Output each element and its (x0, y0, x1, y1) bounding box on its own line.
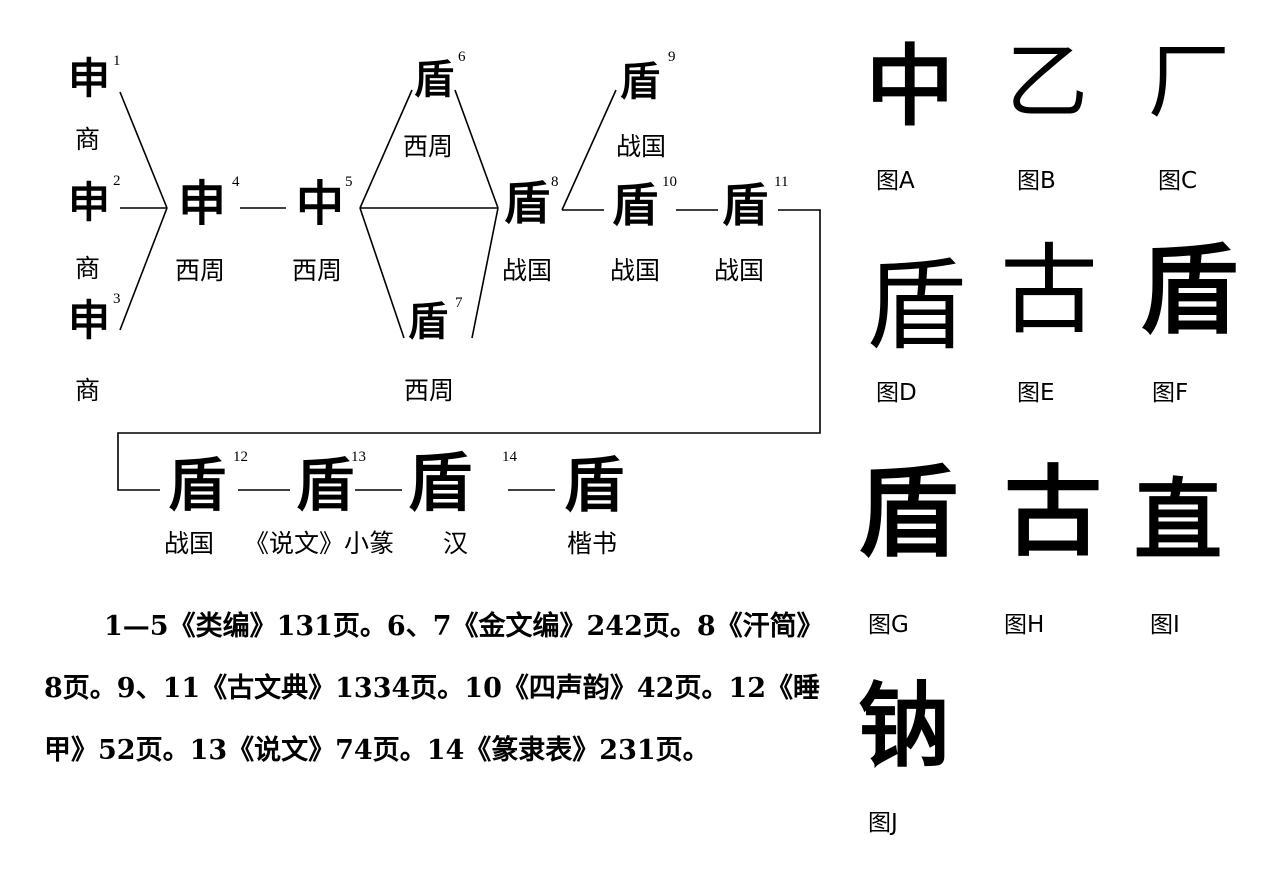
era-label-6: 西周 (403, 132, 454, 161)
figure-b-glyph: 乙 (1006, 35, 1089, 130)
node-number-7: 7 (455, 295, 463, 311)
connector-7-8 (471, 207, 499, 339)
glyph-node-3: 申 (68, 296, 111, 345)
figure-d-glyph: 盾 (866, 247, 966, 364)
figure-i-glyph: 直 (1134, 468, 1223, 572)
era-label-5: 西周 (292, 256, 343, 285)
glyph-node-8: 盾 (504, 176, 550, 230)
figure-b-label: 图B (1017, 168, 1056, 194)
figure-e-glyph: 古 (1000, 234, 1099, 348)
era-label-1: 商 (75, 125, 101, 154)
node-number-6: 6 (458, 49, 466, 65)
glyph-node-9: 盾 (620, 58, 660, 105)
figure-i-label: 图I (1150, 612, 1180, 638)
era-label-15: 楷书 (567, 529, 618, 558)
node-number-14: 14 (502, 449, 517, 465)
connector-5-6 (359, 89, 413, 209)
figure-c-label: 图C (1158, 168, 1198, 194)
era-label-8: 战国 (502, 256, 553, 285)
glyph-node-7: 盾 (408, 298, 448, 345)
glyph-node-11: 盾 (722, 178, 768, 232)
node-number-12: 12 (233, 449, 248, 465)
connector-1-4 (119, 91, 168, 209)
figure-d-label: 图D (876, 380, 917, 406)
glyph-node-4: 申 (178, 176, 227, 232)
connector-5-7 (359, 207, 405, 339)
figure-a-label: 图A (876, 168, 915, 194)
glyph-node-1: 申 (68, 54, 111, 103)
node-number-11: 11 (774, 174, 789, 190)
node-number-8: 8 (551, 174, 559, 190)
node-number-4: 4 (232, 174, 240, 190)
glyph-node-5: 中 (296, 176, 345, 232)
node-number-9: 9 (668, 49, 676, 65)
figure-c-glyph: 厂 (1148, 35, 1231, 130)
glyph-node-14: 盾 (408, 446, 472, 521)
era-label-10: 战国 (610, 256, 661, 285)
connector-11-12 (117, 209, 821, 491)
era-label-11: 战国 (714, 256, 765, 285)
source-note: 1—5《类编》131页。6、7《金文编》242页。8《汗简》8页。9、11《古文… (44, 596, 834, 782)
figure-h-glyph: 古 (1004, 455, 1103, 570)
figure-g-glyph: 盾 (858, 453, 958, 571)
glyph-node-6: 盾 (414, 56, 454, 103)
node-number-3: 3 (113, 291, 121, 307)
node-number-1: 1 (113, 53, 121, 69)
glyph-node-13: 盾 (296, 451, 355, 519)
era-label-4: 西周 (175, 256, 226, 285)
glyph-node-12: 盾 (168, 451, 227, 519)
connector-6-8 (454, 89, 499, 209)
era-label-12: 战国 (164, 529, 215, 558)
node-number-2: 2 (113, 173, 121, 189)
era-label-13: 《说文》小篆 (244, 529, 395, 558)
figure-a-glyph: 中 (866, 34, 955, 138)
figure-j-label: 图J (868, 810, 898, 836)
figure-f-glyph: 盾 (1140, 233, 1239, 348)
figure-e-label: 图E (1017, 380, 1055, 406)
era-label-14: 汉 (443, 529, 469, 558)
connector-8-9 (561, 89, 617, 211)
glyph-node-10: 盾 (612, 178, 658, 232)
node-number-13: 13 (351, 449, 366, 465)
node-number-10: 10 (662, 174, 677, 190)
glyph-node-2: 申 (68, 178, 111, 227)
figure-f-label: 图F (1152, 380, 1189, 406)
figure-g-label: 图G (868, 612, 909, 638)
connector-3-4 (119, 207, 168, 331)
era-label-3: 商 (75, 376, 101, 405)
era-label-2: 商 (75, 254, 101, 283)
node-number-5: 5 (345, 174, 353, 190)
era-label-9: 战国 (616, 132, 667, 161)
source-note-text: 1—5《类编》131页。6、7《金文编》242页。8《汗简》8页。9、11《古文… (44, 611, 824, 766)
era-label-7: 西周 (404, 376, 455, 405)
figure-j-glyph: 钠 (858, 672, 951, 780)
figure-h-label: 图H (1004, 612, 1045, 638)
glyph-node-15: 盾 (564, 451, 624, 521)
